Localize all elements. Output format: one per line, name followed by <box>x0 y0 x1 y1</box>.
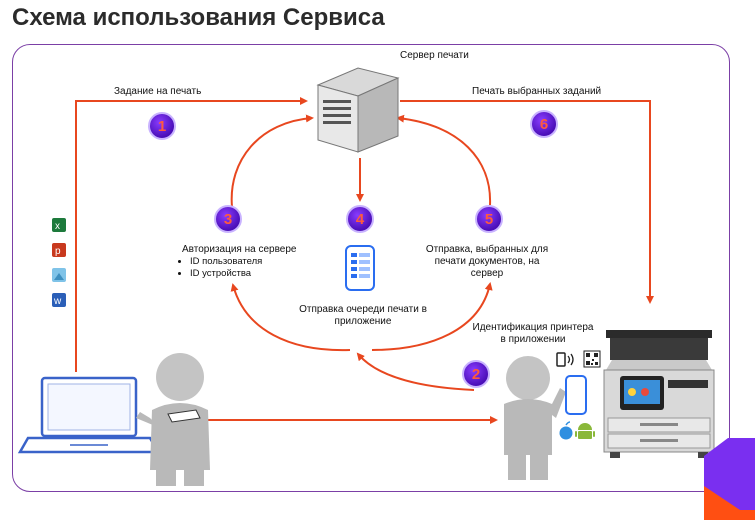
arrow-ident <box>356 352 475 391</box>
printer-icon <box>603 330 715 458</box>
print-job-label: Задание на печать <box>114 86 202 97</box>
svg-text:p: p <box>55 246 61 257</box>
phone-icon-center <box>345 245 375 291</box>
auth-item: ID устройства <box>190 268 262 280</box>
svg-text:x: x <box>55 221 60 232</box>
step-badge-5: 5 <box>475 205 503 233</box>
print-selected-label: Печать выбранных заданий <box>472 86 602 97</box>
auth-label: Авторизация на сервере <box>182 244 297 255</box>
arrows <box>75 97 654 424</box>
ident-label: Идентификация принтера в приложении <box>472 322 594 345</box>
powerpoint-icon: p <box>52 243 66 257</box>
queue-label: Отправка очереди печати в приложение <box>299 304 427 327</box>
arrow-print-job <box>75 97 308 372</box>
diagram-frame <box>12 44 730 492</box>
nfc-icon <box>556 352 574 367</box>
arrow-print-selected <box>400 100 654 304</box>
image-file-icon <box>52 268 66 282</box>
user-figure-left <box>136 353 210 486</box>
word-icon: w <box>52 293 66 307</box>
step-badge-2: 2 <box>462 360 490 388</box>
excel-icon: x <box>52 218 66 232</box>
auth-item: ID пользователя <box>190 256 262 268</box>
step-badge-1: 1 <box>148 112 176 140</box>
brand-logo-icon <box>704 438 755 520</box>
auth-list: ID пользователя ID устройства <box>176 256 262 280</box>
phone-in-hand-icon <box>167 409 201 423</box>
arrow-to-send <box>371 282 493 351</box>
step-badge-3: 3 <box>214 205 242 233</box>
server-label: Сервер печати <box>400 50 469 61</box>
page-title: Схема использования Сервиса <box>12 4 385 31</box>
qr-code-icon <box>583 350 601 368</box>
arrow-auth <box>230 114 314 208</box>
arrow-to-auth <box>230 283 351 352</box>
apple-icon <box>559 421 573 440</box>
laptop-icon <box>17 376 161 454</box>
android-icon <box>575 423 595 439</box>
send-label: Отправка, выбранных для печати документо… <box>425 244 549 279</box>
arrow-send <box>396 114 492 206</box>
phone-icon-right <box>565 375 587 415</box>
svg-text:w: w <box>53 296 62 307</box>
server-icon <box>316 67 400 153</box>
step-badge-4: 4 <box>346 205 374 233</box>
user-figure-right <box>504 356 566 480</box>
step-badge-6: 6 <box>530 110 558 138</box>
